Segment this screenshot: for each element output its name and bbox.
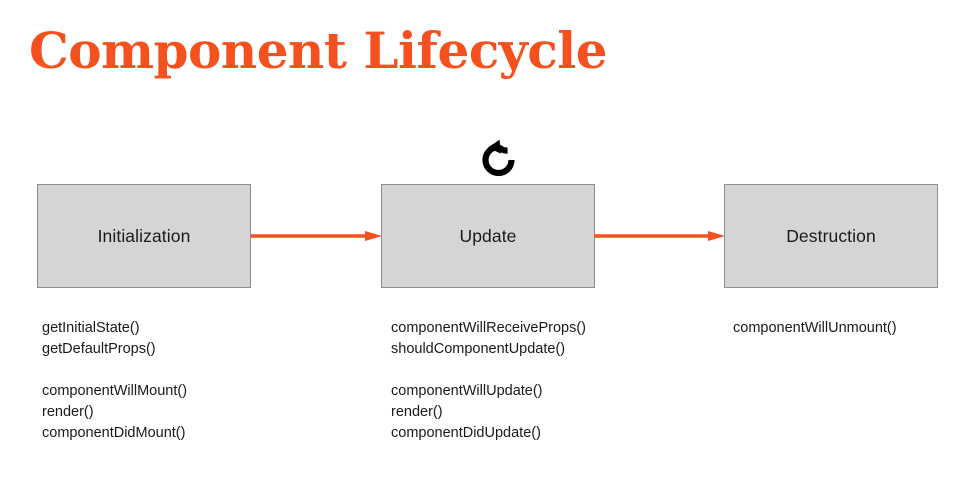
method-group: componentWillReceiveProps() shouldCompon… (391, 318, 586, 360)
method-name: componentWillMount() (42, 383, 188, 399)
method-list-update: componentWillReceiveProps() shouldCompon… (391, 318, 586, 444)
stage-label-initialization: Initialization (97, 225, 191, 246)
method-group: componentWillUnmount() (733, 318, 897, 339)
method-group: componentWillUpdate() render() component… (391, 381, 586, 444)
method-list-destruction: componentWillUnmount() (733, 318, 897, 339)
method-name: getDefaultProps() (42, 341, 156, 357)
method-name: componentWillUnmount() (733, 320, 897, 336)
stage-label-update: Update (459, 225, 517, 246)
method-name: shouldComponentUpdate() (391, 341, 566, 357)
method-group: componentWillMount() render() componentD… (42, 381, 187, 444)
method-group: getInitialState() getDefaultProps() (42, 318, 187, 360)
method-name: componentDidUpdate() (391, 425, 541, 441)
method-name: componentWillReceiveProps() (391, 320, 587, 336)
method-name: render() (391, 404, 443, 420)
arrow-update-to-destruction (594, 229, 725, 243)
method-name: componentDidMount() (42, 425, 186, 441)
method-list-initialization: getInitialState() getDefaultProps() comp… (42, 318, 187, 444)
page-title: Component Lifecycle (29, 21, 608, 80)
arrow-initialization-to-update (251, 229, 382, 243)
method-name: render() (42, 404, 94, 420)
stage-box-destruction[interactable]: Destruction (724, 184, 938, 288)
stage-label-destruction: Destruction (786, 225, 876, 246)
stage-box-initialization[interactable]: Initialization (37, 184, 251, 288)
stage-box-update[interactable]: Update (381, 184, 595, 288)
method-name: getInitialState() (42, 320, 140, 336)
refresh-loop-icon (477, 139, 519, 179)
method-name: componentWillUpdate() (391, 383, 543, 399)
